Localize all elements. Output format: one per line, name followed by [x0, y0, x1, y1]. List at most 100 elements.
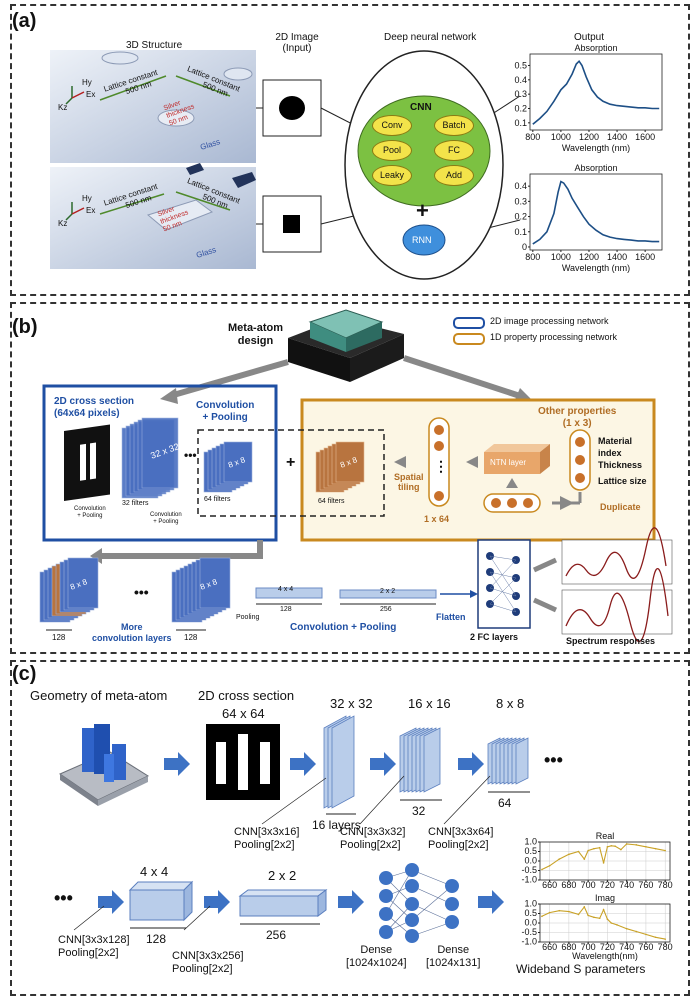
x-tick-label: 660 — [542, 880, 557, 890]
meta-atom-base — [350, 334, 404, 382]
lattice-size-label: Lattice size — [598, 476, 647, 486]
conv-small-1-line2: + Pooling — [77, 513, 103, 519]
x-tick-label: 1600 — [635, 252, 655, 262]
legend-2d-swatch — [453, 317, 485, 329]
block-2x2 — [339, 589, 437, 599]
vector-node — [434, 441, 444, 451]
data-point — [602, 908, 605, 911]
y-tick-label: -1.0 — [521, 874, 537, 884]
pointer-line — [183, 905, 211, 931]
data-point — [568, 853, 570, 856]
layer-stack-8 — [487, 737, 529, 785]
duplicate-node — [523, 498, 533, 508]
cnn1-line2: Pooling[2x2] — [234, 839, 295, 851]
cnn5-label: CNN[3x3x256] Pooling[2x2] — [172, 950, 244, 976]
cross-section-title: 2D cross section (64x64 pixels) — [54, 396, 134, 420]
dense-edges — [385, 869, 453, 937]
data-point — [654, 936, 657, 939]
cnn2-line2: Pooling[2x2] — [340, 839, 401, 851]
plot-frame — [529, 173, 663, 251]
x-tick-label: 680 — [561, 880, 576, 890]
meta-atom-design-line2: design — [237, 335, 274, 347]
y-tick-label: 0.4 — [514, 181, 527, 191]
y-tick-label: -0.5 — [521, 865, 537, 875]
series-line — [541, 843, 666, 870]
y-tick-label: 1.0 — [524, 898, 537, 908]
cnn-title: CNN — [410, 102, 432, 113]
geometry-title: Geometry of meta-atom — [30, 688, 168, 703]
ex-label: Ex — [86, 90, 96, 99]
pointer-line — [73, 905, 105, 931]
cnn-op-fc: FC — [434, 140, 474, 161]
pooling-label: Pooling — [236, 614, 260, 621]
data-point — [541, 868, 543, 871]
y-tick-label: 0.0 — [524, 855, 537, 865]
block-4x4 — [255, 587, 323, 599]
silver-block — [186, 163, 204, 175]
block-2x2-label: 2 x 2 — [380, 588, 396, 595]
y-tick-label: 0.1 — [514, 227, 527, 237]
data-point — [583, 906, 586, 908]
meta-atom-plate — [60, 774, 98, 806]
data-point — [558, 858, 561, 860]
cross-section-bar — [238, 734, 248, 790]
panel-a-label: (a) — [12, 10, 37, 32]
vector-64 — [428, 417, 450, 507]
y-tick-label: 0.2 — [514, 103, 527, 113]
y-tick-label: 0.0 — [524, 917, 537, 927]
ntn-block — [484, 452, 540, 474]
pointer-line — [359, 775, 405, 825]
ellipsis: ••• — [184, 448, 197, 462]
rnn-label: RNN — [412, 235, 432, 245]
arrow-down-bend — [100, 540, 263, 559]
property-node — [575, 437, 585, 447]
duplicate-label: Duplicate — [600, 502, 641, 512]
series-line — [532, 180, 660, 245]
data-point — [625, 843, 628, 845]
y-tick-label: -1.0 — [521, 936, 537, 946]
series-line — [532, 59, 660, 125]
x-tick-label: 740 — [619, 880, 634, 890]
legend-1d-swatch — [453, 333, 485, 345]
data-point — [558, 909, 561, 912]
feature-stack-64 — [203, 441, 253, 493]
cross-section-line1: 2D cross section — [54, 396, 135, 407]
meta-atom-design-line1: Meta-atom — [228, 322, 284, 334]
cnn-op-pool: Pool — [372, 140, 412, 161]
x-tick-label: 1200 — [579, 132, 599, 142]
lattice-arrows — [99, 75, 231, 215]
cnn2-label: CNN[3x3x32] Pooling[2x2] — [340, 826, 405, 852]
conv-small-2-line1: Convolution — [150, 512, 182, 518]
other-properties: Other properties (1 x 3) — [538, 406, 616, 430]
spectrum-label: Spectrum responses — [566, 636, 656, 646]
more-conv-line2: convolution layers — [92, 633, 172, 643]
bottom-stack-mixed — [39, 557, 99, 623]
property-node — [575, 455, 585, 465]
cross-section-title: 2D cross section — [198, 688, 295, 703]
block-4x4 — [183, 880, 193, 922]
cnn4-label: CNN[3x3x128] Pooling[2x2] — [58, 934, 130, 960]
x-tick-label: 720 — [600, 942, 615, 952]
conv-small-2-line2: + Pooling — [153, 519, 179, 525]
cnn4-line2: Pooling[2x2] — [58, 947, 119, 959]
conv-pool-bottom: Convolution + Pooling — [290, 622, 397, 633]
x-tick-label: 680 — [561, 942, 576, 952]
plus-sign: + — [286, 454, 296, 471]
y-tick-label: 0.4 — [514, 75, 527, 85]
size-2-label: 2 x 2 — [268, 868, 297, 883]
x-axis-label: Wavelength (nm) — [562, 143, 630, 153]
flatten-label: Flatten — [436, 612, 466, 622]
y-tick-label: 0.5 — [524, 908, 537, 918]
data-point — [577, 913, 580, 916]
col-dnn: Deep neural network — [384, 32, 477, 43]
flatten-arrow-head — [470, 590, 478, 598]
silver-block — [146, 199, 214, 231]
ellipsis: ••• — [54, 888, 73, 908]
meta-atom-plate — [98, 776, 148, 806]
cnn-op-batch: Batch — [434, 115, 474, 136]
cnn5-line1: CNN[3x3x256] — [172, 950, 244, 962]
arrow-right — [403, 355, 521, 399]
y-tick-label: 1.0 — [524, 836, 537, 846]
